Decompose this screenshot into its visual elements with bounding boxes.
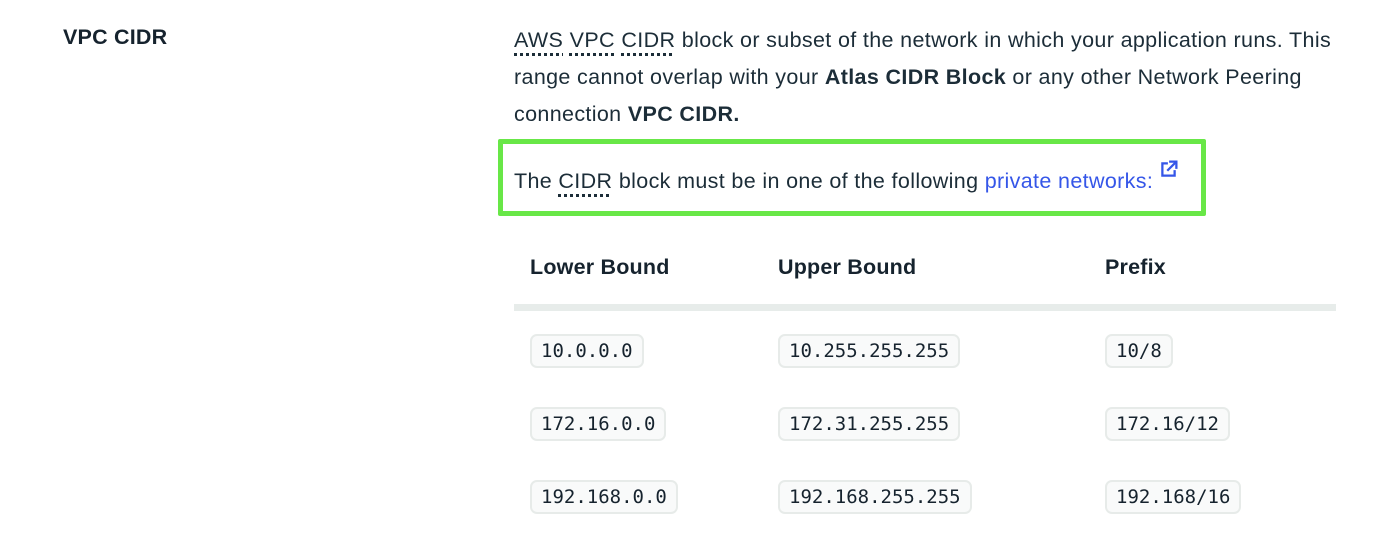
column-header-prefix: Prefix: [1105, 255, 1166, 279]
table-row: 10.0.0.0 10.255.255.255 10/8: [514, 334, 1336, 368]
abbr-vpc: VPC: [569, 28, 615, 52]
cidr-chip: 172.31.255.255: [778, 407, 961, 441]
field-label-column: VPC CIDR: [0, 22, 514, 52]
cidr-chip: 10.0.0.0: [530, 334, 644, 368]
cidr-chip: 192.168.255.255: [778, 480, 972, 514]
private-networks-table: Lower Bound Upper Bound Prefix 10.0.0.0 …: [514, 252, 1336, 514]
table-header-divider: [514, 304, 1336, 311]
table-header-row: Lower Bound Upper Bound Prefix: [514, 252, 1336, 282]
cidr-chip: 172.16.0.0: [530, 407, 667, 441]
table-row: 192.168.0.0 192.168.255.255 192.168/16: [514, 480, 1336, 514]
private-networks-link[interactable]: private networks:: [984, 169, 1154, 193]
description-text: block or subset of the network in which …: [514, 28, 1332, 89]
abbr-cidr: CIDR: [558, 169, 613, 193]
abbr-aws: AWS: [514, 28, 564, 52]
vpc-cidr-term: VPC CIDR.: [627, 102, 740, 126]
note-text: block must be in one of the following: [618, 169, 985, 193]
cidr-chip: 10.255.255.255: [778, 334, 961, 368]
cidr-chip: 192.168.0.0: [530, 480, 678, 514]
column-header-upper-bound: Upper Bound: [778, 255, 917, 279]
abbr-cidr: CIDR: [621, 28, 676, 52]
cidr-chip: 192.168/16: [1105, 480, 1242, 514]
field-label: VPC CIDR: [63, 25, 168, 49]
column-header-lower-bound: Lower Bound: [530, 255, 670, 279]
cidr-chip: 172.16/12: [1105, 407, 1230, 441]
atlas-cidr-block-term: Atlas CIDR Block: [824, 65, 1007, 89]
table-row: 172.16.0.0 172.31.255.255 172.16/12: [514, 407, 1336, 441]
description-text: or any other Network Peering connection: [514, 65, 1302, 126]
external-link-icon[interactable]: [1158, 155, 1179, 192]
note-text: The: [514, 169, 559, 193]
cidr-chip: 10/8: [1105, 334, 1173, 368]
